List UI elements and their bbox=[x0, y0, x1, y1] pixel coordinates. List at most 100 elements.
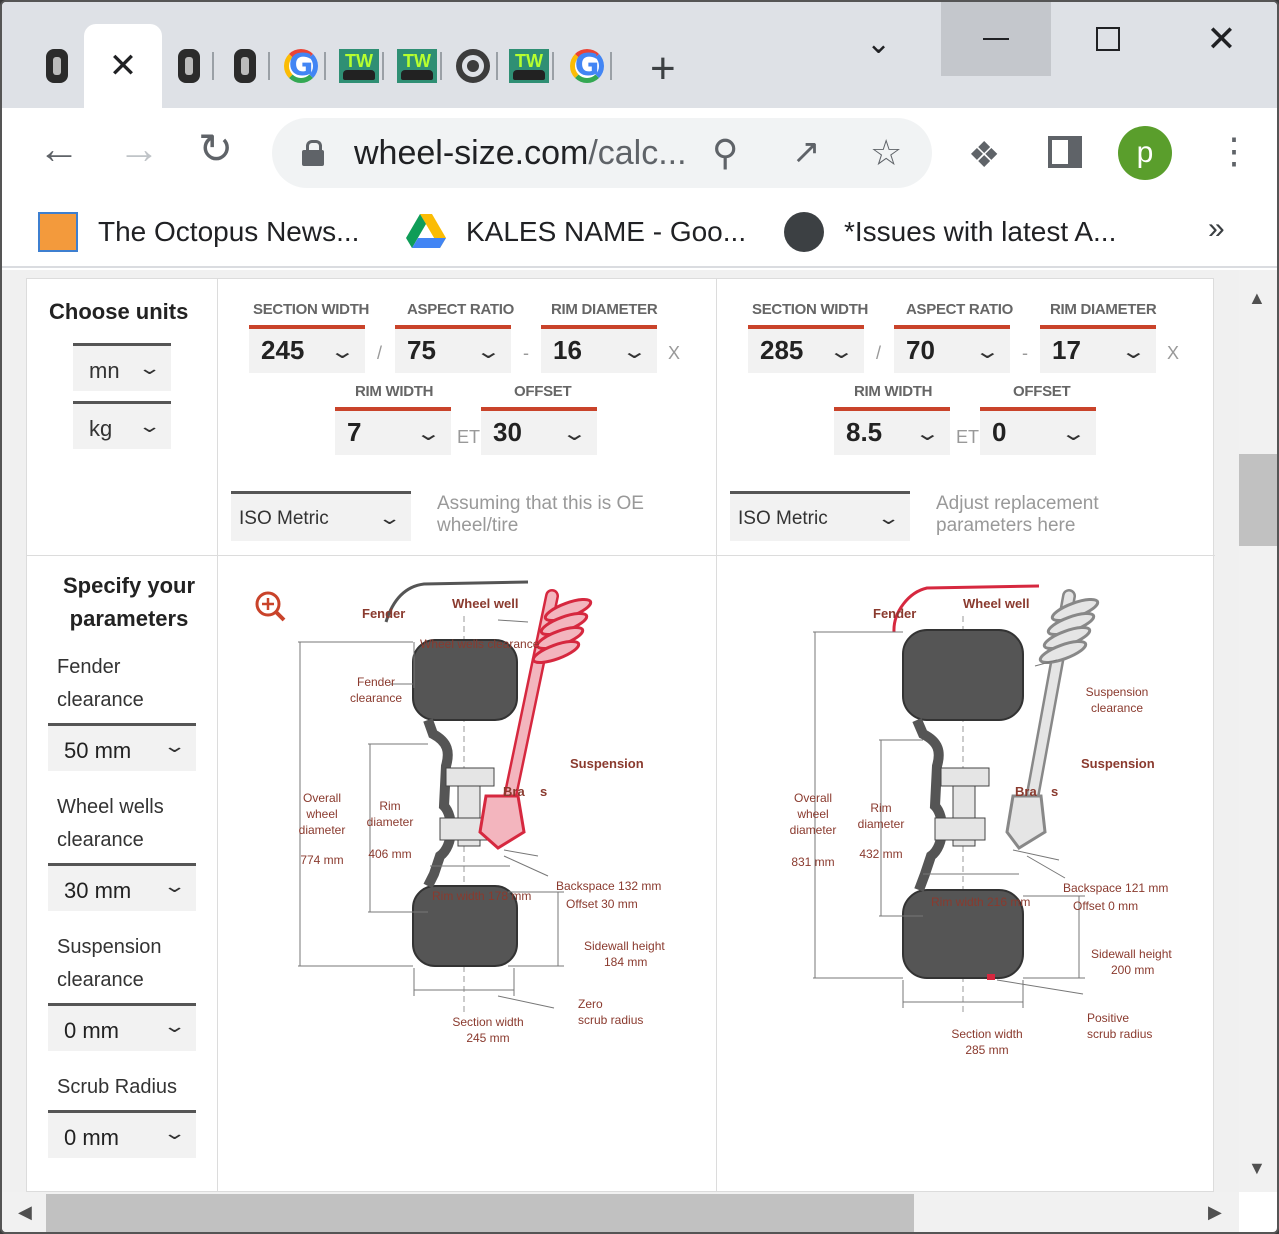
chevron-down-icon: ⌄ bbox=[1120, 341, 1148, 363]
tab[interactable]: G bbox=[276, 40, 326, 92]
tab[interactable]: TW bbox=[504, 40, 554, 92]
rep-rim-diameter-value: 17 bbox=[1052, 335, 1081, 365]
length-unit-value: mn bbox=[89, 358, 120, 383]
oe-offset-select[interactable]: 30 ⌄ bbox=[481, 407, 597, 455]
tab[interactable] bbox=[32, 40, 82, 92]
tire-favicon-icon bbox=[178, 49, 200, 83]
chevron-down-icon: ⌄ bbox=[561, 423, 589, 445]
wheel-wells-clearance-label: Wheel wells clearance bbox=[57, 796, 164, 851]
weight-unit-select[interactable]: kg ⌄ bbox=[73, 401, 171, 449]
replacement-wheel-diagram: Fender Wheel well Suspension clearance S… bbox=[790, 584, 1172, 1056]
oe-aspect-ratio-select[interactable]: 75⌄ bbox=[395, 325, 511, 373]
wheel-wells-clearance-label: Wheel wells clearance bbox=[420, 637, 540, 651]
suspension-clearance-select[interactable]: 0 mm⌄ bbox=[48, 1003, 196, 1051]
oe-system-select[interactable]: ISO Metric⌄ bbox=[231, 491, 411, 541]
url-text[interactable]: wheel-size.com/calc... bbox=[354, 134, 687, 173]
sidewall-text-2: 200 mm bbox=[1111, 963, 1154, 977]
scroll-left-arrow-icon[interactable]: ◀ bbox=[18, 1202, 32, 1222]
horizontal-scroll-thumb[interactable] bbox=[46, 1194, 914, 1232]
back-arrow-icon[interactable]: ← bbox=[38, 125, 80, 172]
overall-diameter-value: 774 mm bbox=[300, 853, 343, 867]
vertical-scroll-thumb[interactable] bbox=[1239, 454, 1277, 546]
maximize-button[interactable] bbox=[1052, 2, 1164, 76]
suspension-spring bbox=[1038, 597, 1100, 665]
wheel-wells-clearance-select[interactable]: 30 mm⌄ bbox=[48, 863, 196, 911]
brake-caliper bbox=[445, 767, 495, 787]
new-tab-plus-icon[interactable]: + bbox=[650, 44, 676, 93]
scroll-up-arrow-icon[interactable]: ▲ bbox=[1248, 288, 1266, 308]
close-icon[interactable]: ✕ bbox=[108, 47, 138, 85]
overall-diameter-text-1: Overall bbox=[303, 791, 341, 805]
scroll-down-arrow-icon[interactable]: ▼ bbox=[1248, 1158, 1266, 1178]
profile-avatar[interactable]: p bbox=[1118, 126, 1172, 180]
oe-rim-width-select[interactable]: 7⌄ bbox=[335, 407, 451, 455]
rep-rim-width-select[interactable]: 8.5⌄ bbox=[834, 407, 950, 455]
backspace-text: Backspace 121 mm bbox=[1063, 881, 1168, 895]
bookmark-label: The Octopus News... bbox=[98, 216, 360, 247]
minimize-button[interactable] bbox=[941, 2, 1051, 76]
tire-bottom bbox=[902, 889, 1024, 979]
extensions-puzzle-icon[interactable]: ❖ bbox=[968, 134, 1001, 175]
rep-aspect-ratio-select[interactable]: 70⌄ bbox=[894, 325, 1010, 373]
rep-system-select[interactable]: ISO Metric⌄ bbox=[730, 491, 910, 541]
overall-diameter-text-2: wheel bbox=[796, 807, 828, 821]
tab[interactable]: TW bbox=[334, 40, 384, 92]
oe-offset-label: OFFSET bbox=[514, 383, 572, 400]
oe-section-width-select[interactable]: 245⌄ bbox=[249, 325, 365, 373]
bookmark-drive[interactable]: KALES NAME - Goo... bbox=[406, 212, 746, 252]
vertical-scrollbar[interactable] bbox=[1239, 270, 1277, 1192]
address-bar[interactable]: wheel-size.com/calc... ⚲ ↗ ☆ bbox=[272, 118, 932, 188]
oe-rim-width-value: 7 bbox=[347, 417, 362, 447]
et-separator: ET bbox=[457, 427, 481, 447]
window-close-button[interactable]: ✕ bbox=[1164, 2, 1277, 76]
bookmarks-bar: The Octopus News... KALES NAME - Goo... … bbox=[2, 198, 1277, 268]
tab-search-chevron-icon[interactable]: ⌄ bbox=[866, 27, 892, 60]
bookmark-star-icon[interactable]: ☆ bbox=[870, 132, 903, 173]
bookmark-octopus[interactable]: The Octopus News... bbox=[38, 212, 359, 252]
length-unit-select[interactable]: mn ⌄ bbox=[73, 343, 171, 391]
scroll-right-arrow-icon[interactable]: ▶ bbox=[1208, 1202, 1222, 1222]
rep-rim-diameter-select[interactable]: 17 ⌄ bbox=[1040, 325, 1156, 373]
forward-arrow-icon[interactable]: → bbox=[118, 125, 160, 172]
chevron-down-icon: ⌄ bbox=[415, 423, 443, 445]
sidewall-text-1: Sidewall height bbox=[584, 939, 665, 953]
lock-icon[interactable] bbox=[302, 140, 324, 166]
tab[interactable]: TW bbox=[392, 40, 442, 92]
oe-offset-value: 30 bbox=[493, 417, 522, 447]
tab[interactable] bbox=[220, 40, 270, 92]
scrub-radius-select[interactable]: 0 mm⌄ bbox=[48, 1110, 196, 1158]
chevron-down-icon: ⌄ bbox=[162, 876, 187, 896]
oe-rim-diameter-select[interactable]: 16⌄ bbox=[541, 325, 657, 373]
reload-icon[interactable]: ↻ bbox=[198, 125, 234, 172]
rep-section-width-select[interactable]: 285⌄ bbox=[748, 325, 864, 373]
dash-separator: - bbox=[523, 343, 529, 363]
rim-width-text: Rim width 178 mm bbox=[432, 889, 531, 903]
side-panel-icon[interactable] bbox=[1048, 136, 1082, 168]
active-tab[interactable]: ✕ bbox=[84, 24, 162, 108]
bookmark-issues[interactable]: *Issues with latest A... bbox=[784, 212, 1116, 252]
tab[interactable] bbox=[448, 40, 498, 92]
tab[interactable]: G bbox=[562, 40, 612, 92]
slash-separator: / bbox=[377, 343, 383, 363]
weight-unit-value: kg bbox=[89, 416, 113, 441]
rep-offset-value: 0 bbox=[992, 417, 1007, 447]
bookmark-label: *Issues with latest A... bbox=[844, 216, 1117, 247]
chevron-down-icon: ⌄ bbox=[137, 416, 162, 436]
zoom-out-icon[interactable]: ⚲ bbox=[712, 132, 739, 173]
more-bookmarks-chevron-icon[interactable]: » bbox=[1208, 212, 1225, 245]
rim-profile bbox=[423, 718, 456, 889]
url-path: /calc... bbox=[588, 134, 687, 172]
zoom-in-icon[interactable] bbox=[255, 591, 286, 622]
menu-dots-icon[interactable]: ⋮ bbox=[1216, 130, 1252, 171]
rep-offset-select[interactable]: 0⌄ bbox=[980, 407, 1096, 455]
rim-diameter-text-1: Rim bbox=[870, 801, 891, 815]
chevron-down-icon: ⌄ bbox=[974, 341, 1002, 363]
brake-caliper bbox=[940, 767, 990, 787]
fender-clearance-select[interactable]: 50 mm⌄ bbox=[48, 723, 196, 771]
knuckle bbox=[1005, 794, 1047, 850]
google-favicon-icon: G bbox=[284, 49, 318, 83]
window-close-icon: ✕ bbox=[1206, 18, 1237, 59]
share-icon[interactable]: ↗ bbox=[792, 133, 821, 171]
tab[interactable] bbox=[164, 40, 214, 92]
octopus-icon bbox=[38, 212, 78, 252]
